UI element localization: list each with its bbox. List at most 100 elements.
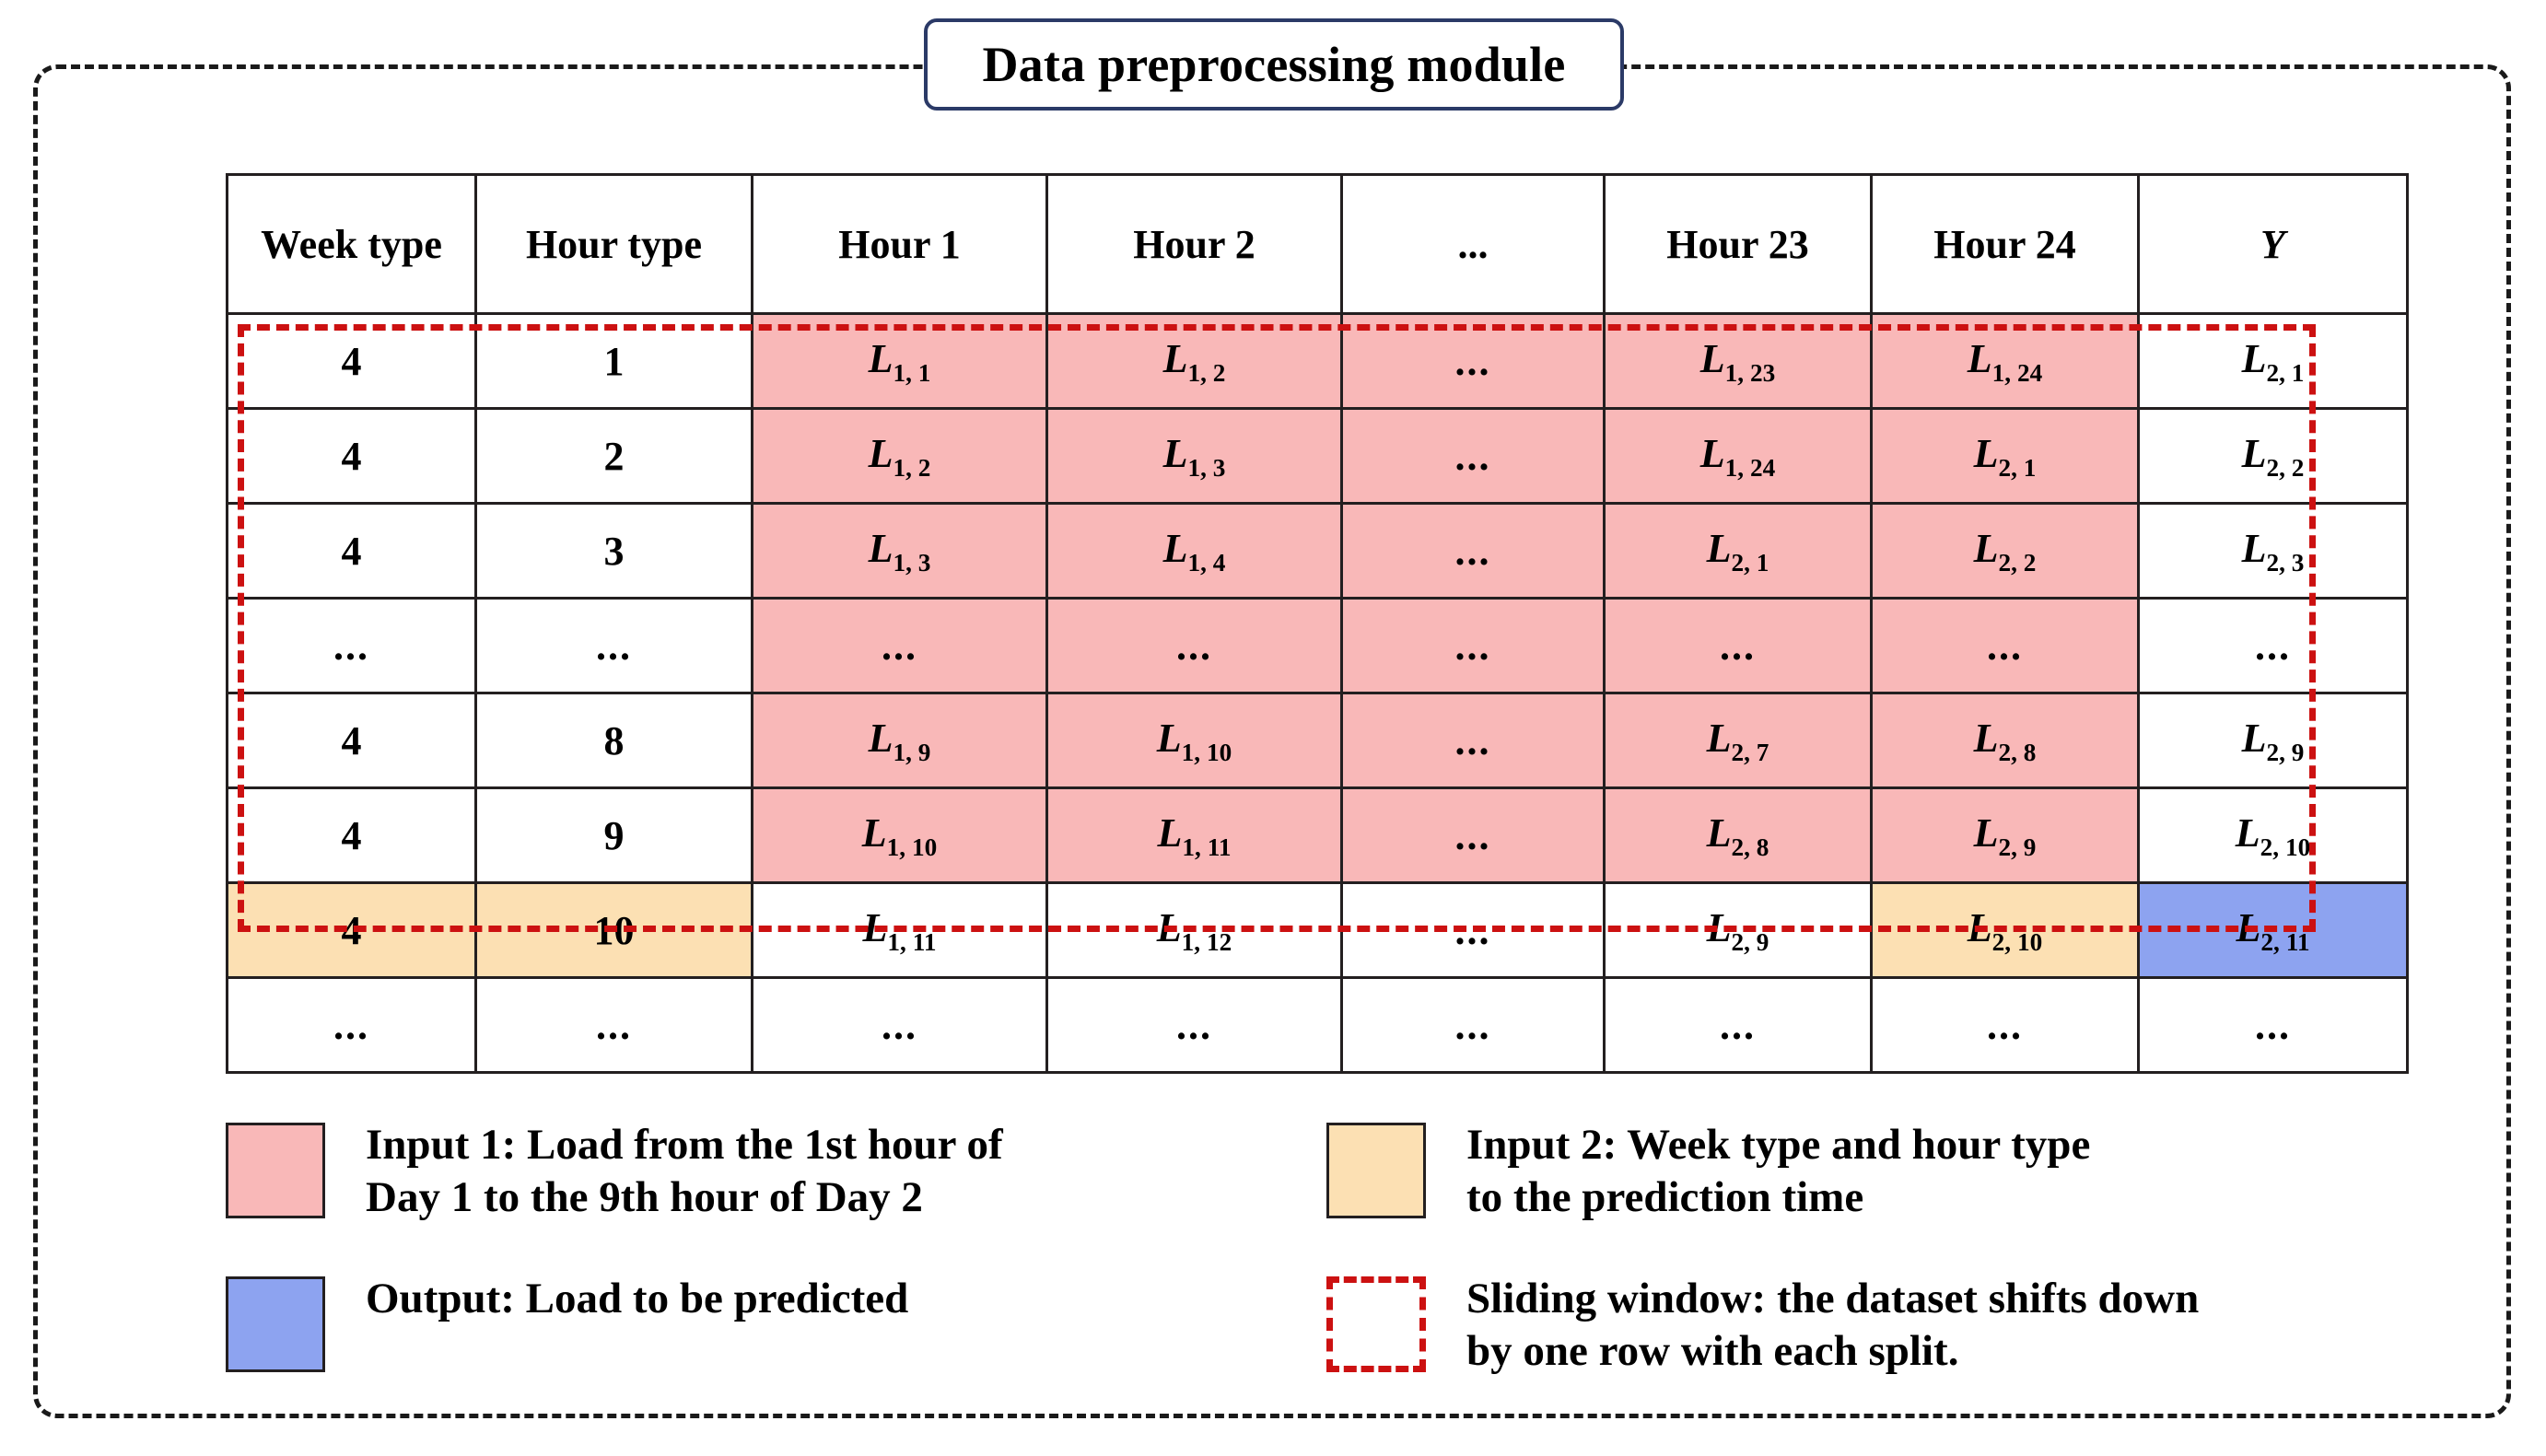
cell-week-type: 4 bbox=[226, 881, 477, 979]
cell-hour-23: L2, 1 bbox=[1603, 502, 1873, 600]
cell-y: ... bbox=[2137, 597, 2409, 694]
legend-item-input1: Input 1: Load from the 1st hour of Day 1… bbox=[226, 1119, 1326, 1225]
cell-week-type: 4 bbox=[226, 312, 477, 410]
cell-y: L2, 11 bbox=[2137, 881, 2409, 979]
table-header-row: Week type Hour type Hour 1 Hour 2 ... Ho… bbox=[226, 173, 2409, 315]
cell-hour-1: L1, 10 bbox=[751, 786, 1048, 884]
cell-hour-2: L1, 4 bbox=[1045, 502, 1343, 600]
legend-input1-line2: Day 1 to the 9th hour of Day 2 bbox=[366, 1173, 923, 1222]
cell-hour-23: L1, 23 bbox=[1603, 312, 1873, 410]
cell-hour-2: L1, 2 bbox=[1045, 312, 1343, 410]
col-header-ellipsis: ... bbox=[1340, 173, 1606, 315]
legend-output-line1: Output: Load to be predicted bbox=[366, 1274, 909, 1322]
cell-week-type: 4 bbox=[226, 502, 477, 600]
cell-hour-1: L1, 9 bbox=[751, 692, 1048, 789]
cell-hour-2: ... bbox=[1045, 597, 1343, 694]
legend-input1-line1: Input 1: Load from the 1st hour of bbox=[366, 1121, 1003, 1169]
cell-y: L2, 1 bbox=[2137, 312, 2409, 410]
cell-y: L2, 9 bbox=[2137, 692, 2409, 789]
cell-y: L2, 10 bbox=[2137, 786, 2409, 884]
cell-hour-23: L2, 7 bbox=[1603, 692, 1873, 789]
legend-sliding-line1: Sliding window: the dataset shifts down bbox=[1466, 1274, 2200, 1322]
cell-hour-24: L2, 9 bbox=[1870, 786, 2140, 884]
cell-hour-type: 3 bbox=[474, 502, 753, 600]
cell-hour-23: ... bbox=[1603, 976, 1873, 1074]
cell-week-type: ... bbox=[226, 976, 477, 1074]
cell-hour-2: L1, 11 bbox=[1045, 786, 1343, 884]
cell-hour-23: L1, 24 bbox=[1603, 407, 1873, 505]
cell-ellipsis: ... bbox=[1340, 407, 1606, 505]
col-header-y: Y bbox=[2137, 173, 2409, 315]
table-row: 4 8 L1, 9 L1, 10 ... L2, 7 L2, 8 L2, 9 bbox=[226, 692, 2409, 789]
col-header-hour-1: Hour 1 bbox=[751, 173, 1048, 315]
cell-hour-23: L2, 8 bbox=[1603, 786, 1873, 884]
cell-ellipsis: ... bbox=[1340, 692, 1606, 789]
cell-ellipsis: ... bbox=[1340, 881, 1606, 979]
cell-y: L2, 3 bbox=[2137, 502, 2409, 600]
legend-row-1: Input 1: Load from the 1st hour of Day 1… bbox=[226, 1119, 2427, 1225]
cell-y: ... bbox=[2137, 976, 2409, 1074]
cell-hour-1: L1, 11 bbox=[751, 881, 1048, 979]
table-row-prediction: 4 10 L1, 11 L1, 12 ... L2, 9 L2, 10 L2, … bbox=[226, 881, 2409, 979]
cell-hour-1: L1, 3 bbox=[751, 502, 1048, 600]
legend-input2-line2: to the prediction time bbox=[1466, 1173, 1864, 1222]
cell-hour-2: ... bbox=[1045, 976, 1343, 1074]
cell-ellipsis: ... bbox=[1340, 597, 1606, 694]
cell-hour-type: ... bbox=[474, 597, 753, 694]
cell-hour-type: 2 bbox=[474, 407, 753, 505]
cell-hour-24: L2, 8 bbox=[1870, 692, 2140, 789]
cell-hour-2: L1, 12 bbox=[1045, 881, 1343, 979]
legend: Input 1: Load from the 1st hour of Day 1… bbox=[226, 1119, 2427, 1426]
cell-hour-type: 9 bbox=[474, 786, 753, 884]
table-row: ... ... ... ... ... ... ... ... bbox=[226, 976, 2409, 1074]
cell-hour-2: L1, 3 bbox=[1045, 407, 1343, 505]
legend-swatch-output bbox=[226, 1275, 325, 1372]
legend-text-input1: Input 1: Load from the 1st hour of Day 1… bbox=[366, 1119, 1003, 1225]
cell-hour-23: L2, 9 bbox=[1603, 881, 1873, 979]
cell-ellipsis: ... bbox=[1340, 786, 1606, 884]
legend-item-sliding-window: Sliding window: the dataset shifts down … bbox=[1326, 1273, 2427, 1379]
col-header-hour-24: Hour 24 bbox=[1870, 173, 2140, 315]
page-title: Data preprocessing module bbox=[982, 37, 1566, 92]
cell-hour-23: ... bbox=[1603, 597, 1873, 694]
cell-hour-1: L1, 1 bbox=[751, 312, 1048, 410]
cell-hour-1: ... bbox=[751, 597, 1048, 694]
cell-ellipsis: ... bbox=[1340, 312, 1606, 410]
cell-hour-1: ... bbox=[751, 976, 1048, 1074]
col-header-hour-23: Hour 23 bbox=[1603, 173, 1873, 315]
cell-hour-24: L2, 2 bbox=[1870, 502, 2140, 600]
table-row: 4 3 L1, 3 L1, 4 ... L2, 1 L2, 2 L2, 3 bbox=[226, 502, 2409, 600]
legend-item-output: Output: Load to be predicted bbox=[226, 1273, 1326, 1379]
table-row: 4 2 L1, 2 L1, 3 ... L1, 24 L2, 1 L2, 2 bbox=[226, 407, 2409, 505]
legend-swatch-input2 bbox=[1326, 1123, 1426, 1218]
legend-row-2: Output: Load to be predicted Sliding win… bbox=[226, 1273, 2427, 1379]
table-row: ... ... ... ... ... ... ... ... bbox=[226, 597, 2409, 694]
dataset-table-container: Week type Hour type Hour 1 Hour 2 ... Ho… bbox=[226, 173, 2409, 1074]
cell-week-type: 4 bbox=[226, 786, 477, 884]
cell-ellipsis: ... bbox=[1340, 502, 1606, 600]
legend-item-input2: Input 2: Week type and hour type to the … bbox=[1326, 1119, 2427, 1225]
legend-input2-line1: Input 2: Week type and hour type bbox=[1466, 1121, 2091, 1169]
cell-hour-type: 10 bbox=[474, 881, 753, 979]
table-row: 4 1 L1, 1 L1, 2 ... L1, 23 L1, 24 L2, 1 bbox=[226, 312, 2409, 410]
cell-ellipsis: ... bbox=[1340, 976, 1606, 1074]
cell-week-type: ... bbox=[226, 597, 477, 694]
cell-hour-2: L1, 10 bbox=[1045, 692, 1343, 789]
cell-hour-type: 1 bbox=[474, 312, 753, 410]
table-body: 4 1 L1, 1 L1, 2 ... L1, 23 L1, 24 L2, 1 … bbox=[226, 312, 2409, 1074]
legend-swatch-sliding-window bbox=[1326, 1275, 1426, 1372]
cell-hour-24: L1, 24 bbox=[1870, 312, 2140, 410]
cell-hour-24: L2, 1 bbox=[1870, 407, 2140, 505]
cell-hour-24: ... bbox=[1870, 597, 2140, 694]
cell-hour-type: ... bbox=[474, 976, 753, 1074]
cell-hour-24: ... bbox=[1870, 976, 2140, 1074]
legend-text-sliding-window: Sliding window: the dataset shifts down … bbox=[1466, 1273, 2199, 1379]
cell-week-type: 4 bbox=[226, 407, 477, 505]
legend-text-output: Output: Load to be predicted bbox=[366, 1273, 908, 1325]
legend-sliding-line2: by one row with each split. bbox=[1466, 1326, 1959, 1375]
col-header-hour-type: Hour type bbox=[474, 173, 753, 315]
cell-week-type: 4 bbox=[226, 692, 477, 789]
cell-hour-24: L2, 10 bbox=[1870, 881, 2140, 979]
legend-text-input2: Input 2: Week type and hour type to the … bbox=[1466, 1119, 2090, 1225]
col-header-week-type: Week type bbox=[226, 173, 477, 315]
